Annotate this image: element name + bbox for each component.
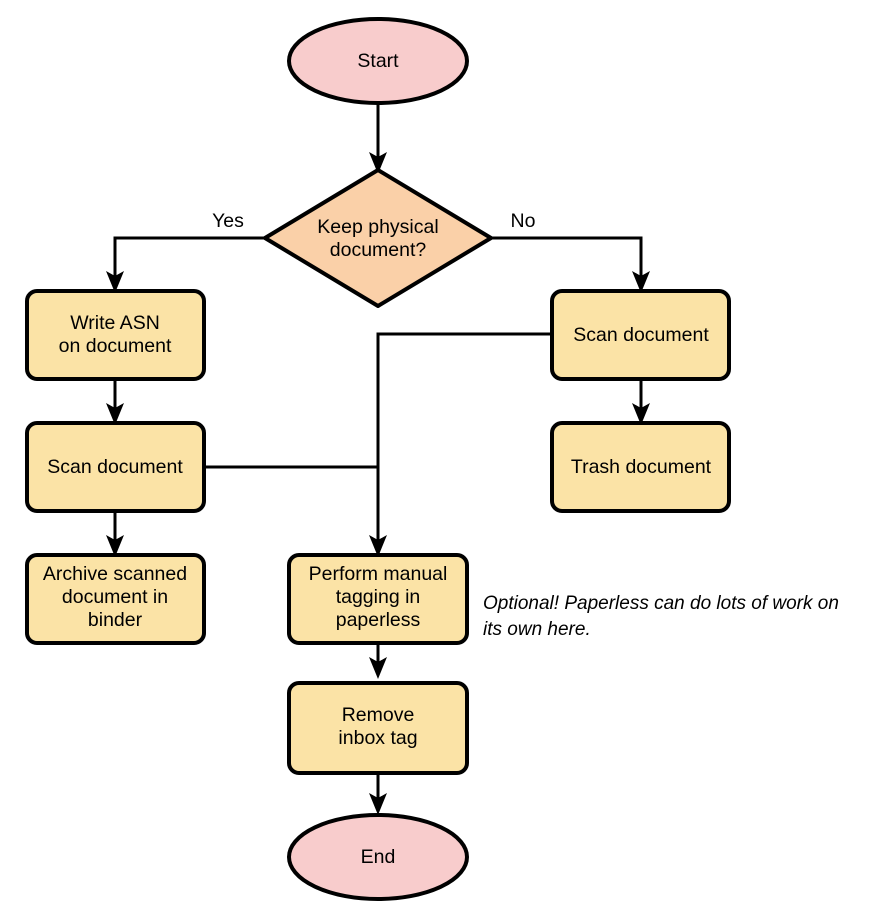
node-write-asn[interactable]: Write ASN on document [25,289,206,381]
node-manual-tagging-label-line2: tagging in [336,586,421,608]
edge-remove-to-end [369,773,387,815]
node-manual-tagging[interactable]: Perform manual tagging in paperless [287,553,469,645]
node-write-asn-label-line1: Write ASN [70,312,160,334]
edge-scan-left-to-archive [106,511,124,557]
node-keep-physical[interactable]: Keep physical document? [263,168,493,308]
node-keep-physical-label-line1: Keep physical [317,216,438,238]
node-remove-inbox[interactable]: Remove inbox tag [287,681,469,775]
node-start-label: Start [357,50,399,72]
node-archive-binder-label-line3: binder [88,609,143,631]
node-end-label: End [361,846,396,868]
node-scan-left-label: Scan document [47,456,183,478]
node-scan-left[interactable]: Scan document [25,421,206,513]
annotation-optional-note: Optional! Paperless can do lots of work … [483,593,839,640]
edge-scan-right-to-trash [632,379,650,425]
node-remove-inbox-label-line1: Remove [342,704,415,726]
node-trash[interactable]: Trash document [550,421,731,513]
edge-label-yes: Yes [212,210,244,232]
node-manual-tagging-label-line3: paperless [336,609,421,631]
node-start[interactable]: Start [287,17,469,105]
edge-decision-no [491,236,650,293]
edge-tagging-to-remove [369,643,387,679]
edge-write-asn-to-scan [106,379,124,425]
edge-scan-right-to-tagging [369,332,552,557]
node-manual-tagging-label-line1: Perform manual [309,563,448,585]
node-end[interactable]: End [287,813,469,901]
edge-decision-yes [106,236,265,293]
node-keep-physical-label-line2: document? [330,239,427,261]
node-remove-inbox-label-line2: inbox tag [338,727,417,749]
node-archive-binder[interactable]: Archive scanned document in binder [25,553,206,645]
node-scan-right[interactable]: Scan document [550,289,731,381]
annotation-line1: Optional! Paperless can do lots of work … [483,593,839,614]
edge-label-no: No [511,210,536,232]
node-archive-binder-label-line1: Archive scanned [43,563,187,585]
edge-start-to-decision [369,103,387,174]
node-archive-binder-label-line2: document in [62,586,168,608]
annotation-line2: its own here. [483,619,591,640]
node-trash-label: Trash document [571,456,712,478]
node-scan-right-label: Scan document [573,324,709,346]
node-write-asn-label-line2: on document [59,335,172,357]
